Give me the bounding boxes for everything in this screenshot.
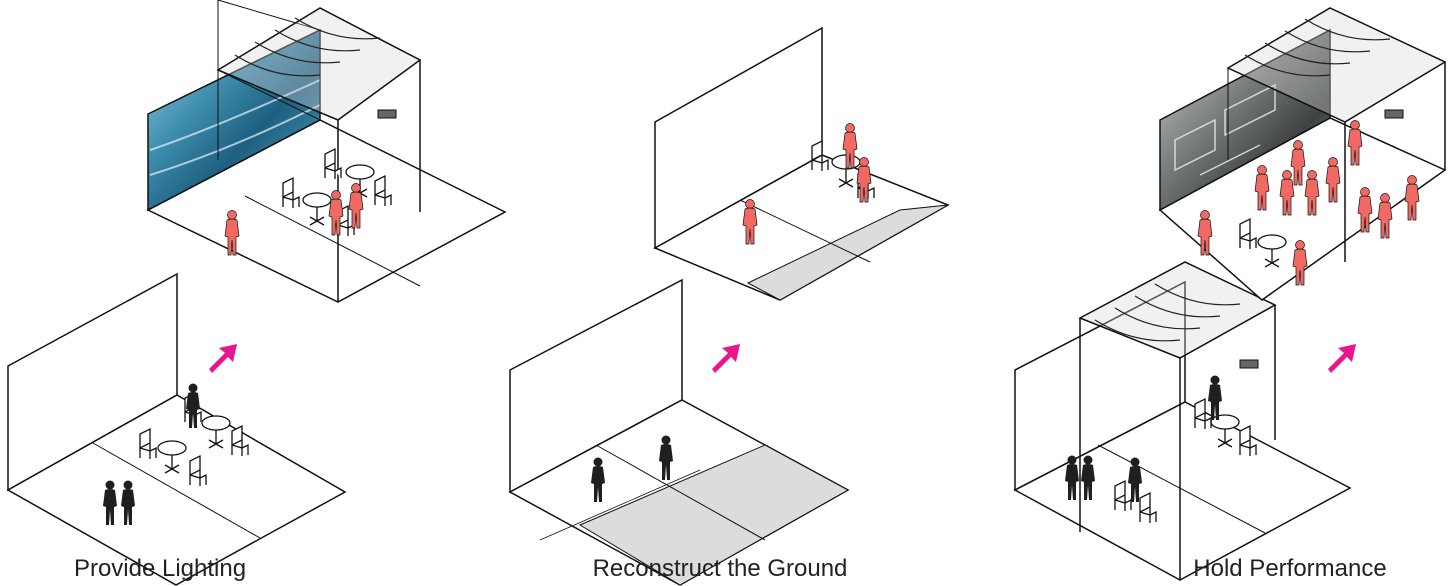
arrow-up-right-icon: [712, 344, 740, 373]
scene-before-ground: [508, 278, 850, 586]
projector-icon: [1384, 109, 1404, 119]
scene-after-performance: [1158, 7, 1447, 301]
scene-before-performance: [1013, 261, 1352, 581]
panel-hold-performance: Hold Performance: [1013, 7, 1447, 582]
projector-icon: [1239, 359, 1259, 369]
panel-reconstruct-ground: Reconstruct the Ground: [508, 26, 950, 586]
arrow-up-right-icon: [209, 344, 237, 373]
caption-reconstruct-ground: Reconstruct the Ground: [593, 555, 848, 582]
projection-screen: [1159, 28, 1331, 212]
floor: [1013, 401, 1352, 581]
shaded-ground: [746, 204, 949, 301]
caption-hold-performance: Hold Performance: [1193, 555, 1386, 582]
projector-icon: [377, 109, 397, 119]
caption-provide-lighting: Provide Lighting: [74, 555, 246, 582]
shaded-ground: [578, 444, 850, 586]
person-icon: [1208, 375, 1222, 420]
panel-provide-lighting: Provide Lighting: [6, 0, 507, 586]
scene-before-lighting: [6, 272, 347, 586]
arrow-up-right-icon: [1328, 344, 1356, 373]
scene-after-ground: [653, 26, 950, 301]
scene-after-lighting: [146, 0, 507, 303]
